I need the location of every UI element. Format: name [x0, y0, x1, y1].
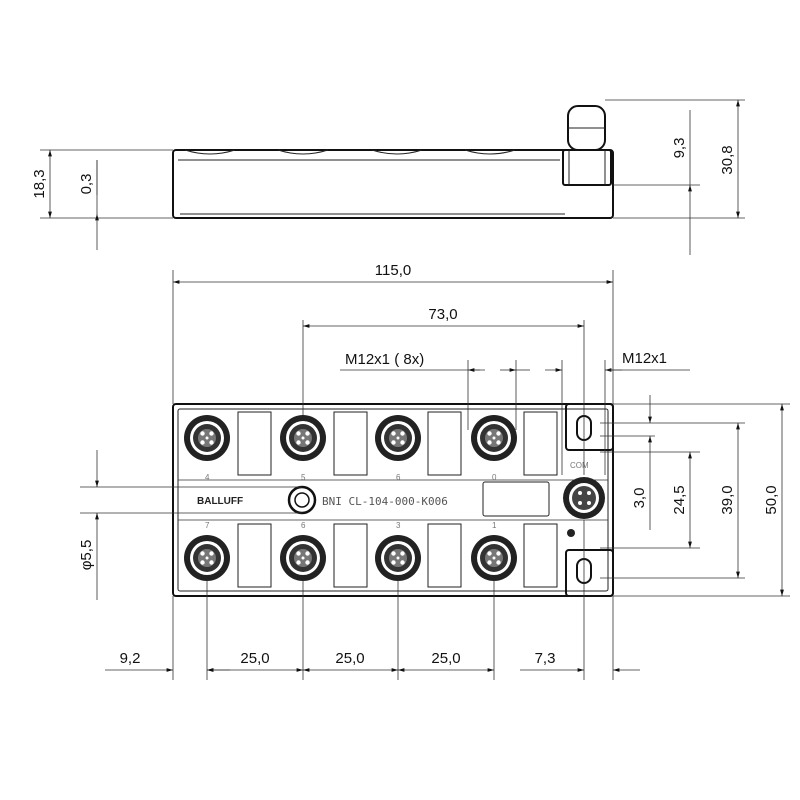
port-connector [375, 415, 421, 461]
dim-port-thread: M12x1 ( 8x) [345, 351, 424, 368]
port-label: 6 [396, 473, 401, 482]
port-label: 6 [301, 521, 306, 530]
dim-pitch-1: 25,0 [240, 650, 269, 667]
dim-30-8: 30,8 [719, 145, 736, 174]
dim-9-3: 9,3 [671, 138, 688, 159]
mount-tab-top [565, 403, 614, 451]
side-view [172, 105, 614, 219]
side-connector [562, 149, 612, 186]
mounting-hole [287, 485, 317, 515]
dim-115: 115,0 [375, 262, 411, 279]
port-label: 1 [492, 521, 497, 530]
label-window [482, 481, 550, 517]
port-connector [184, 535, 230, 581]
top-view: 4 5 6 0 7 6 3 1 BALLUFF BNI CL-104-000-K… [172, 403, 614, 597]
port-connector [471, 535, 517, 581]
port-connector [471, 415, 517, 461]
port-connector [184, 415, 230, 461]
port-label: 7 [205, 521, 210, 530]
port-label: 4 [205, 473, 210, 482]
dim-73: 73,0 [428, 306, 457, 323]
power-label: COM [570, 461, 589, 470]
mount-tab-bottom [565, 549, 614, 597]
dim-50-0: 50,0 [763, 485, 780, 514]
dim-18-3: 18,3 [31, 169, 48, 198]
port-label: 5 [301, 473, 306, 482]
dim-pitch-3: 25,0 [431, 650, 460, 667]
brand-logo: BALLUFF [197, 496, 243, 507]
port-connector [375, 535, 421, 581]
top-dimensions: 115,0 73,0 M12x1 ( 8x) M12x1 φ5,5 [78, 262, 790, 680]
port-label: 3 [396, 521, 401, 530]
part-code: BNI CL-104-000-K006 [322, 495, 448, 508]
port-connector [280, 535, 326, 581]
dim-pitch-2: 25,0 [335, 650, 364, 667]
dim-7-3: 7,3 [535, 650, 556, 667]
port-label: 0 [492, 473, 497, 482]
dim-power-thread: M12x1 [622, 350, 667, 367]
dim-0-3: 0,3 [78, 174, 95, 195]
dim-39-0: 39,0 [719, 485, 736, 514]
side-dimensions: 18,3 0,3 9,3 30,8 [31, 99, 745, 255]
dim-9-2: 9,2 [120, 650, 141, 667]
dim-24-5: 24,5 [671, 485, 688, 514]
port-connector [280, 415, 326, 461]
dim-3-0: 3,0 [631, 488, 648, 509]
dim-hole-diameter: φ5,5 [78, 540, 95, 571]
